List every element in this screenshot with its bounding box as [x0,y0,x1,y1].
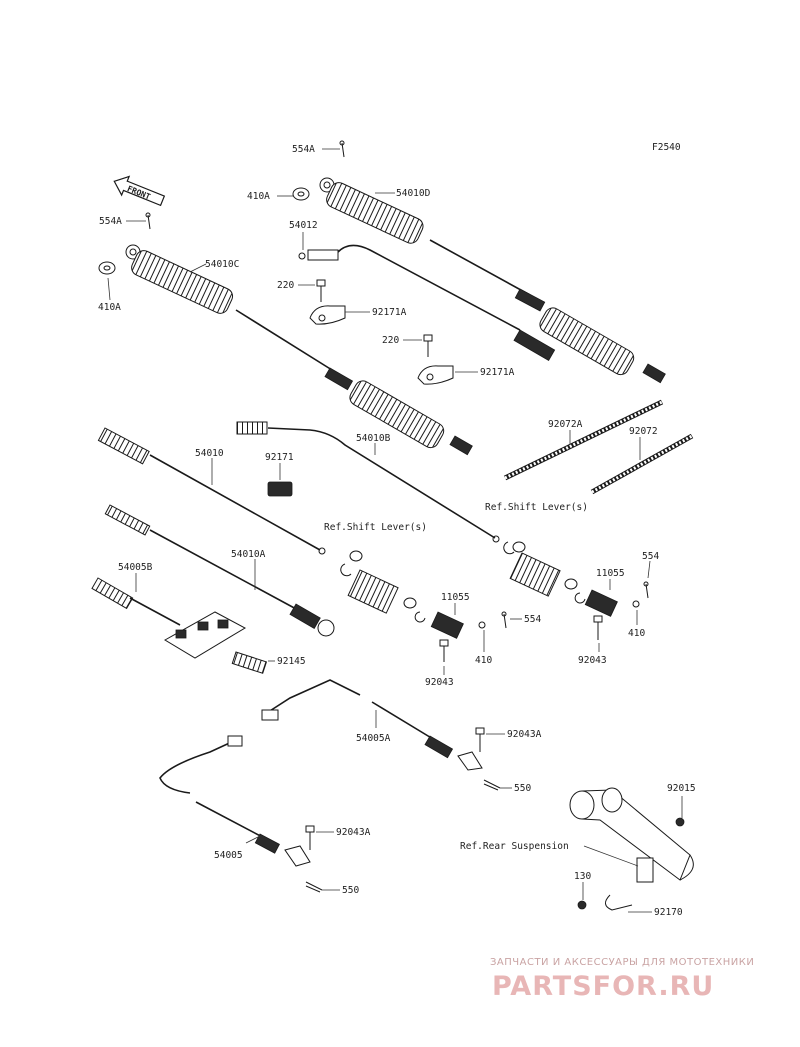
part-label: 54010B [356,433,391,444]
part-label: 550 [342,885,359,896]
part-label: 220 [277,280,294,291]
part-label: 92072A [548,419,583,430]
part-labels: 554A 410A 54010D 54012 554A 54010C 410A … [98,144,696,918]
watermark-logo: ЗАПЧАСТИ И АКСЕССУАРЫ ДЛЯ МОТОТЕХНИКИ PA… [490,957,754,1002]
part-label: 554A [292,144,315,155]
part-label: 92145 [277,656,306,667]
part-label: 410A [247,191,270,202]
cable-54005B [91,577,247,659]
rear-suspension-group [569,787,694,911]
part-label: 410 [628,628,645,639]
part-label: 54005B [118,562,153,573]
bolt-220-lower [423,334,433,357]
shift-lever-group-right [503,541,586,604]
shift-lever-group-left [340,550,426,623]
part-label: 410A [98,302,121,313]
washer-410A-top [292,187,310,201]
cable-54010B [236,421,500,543]
part-label: 92043 [425,677,454,688]
part-label: 92043A [507,729,542,740]
part-label: 92171A [480,367,515,378]
ref-shift-lever-right: Ref.Shift Lever(s) [485,502,588,513]
clamp-92171 [267,481,293,497]
part-label: 92043A [336,827,371,838]
pin-550-upper [483,779,501,791]
cable-54005 [159,735,311,867]
watermark-subtitle: ЗАПЧАСТИ И АКСЕССУАРЫ ДЛЯ МОТОТЕХНИКИ [490,957,754,968]
part-label: 92015 [667,783,696,794]
bolt-92043-right [593,615,603,640]
cable-54012 [298,244,556,361]
pin-550-lower [305,881,323,893]
part-label: 11055 [441,592,470,603]
cable-54010A [104,504,335,637]
cable-tie-92072A [503,399,664,481]
part-label: 11055 [596,568,625,579]
pin-554A-top [339,140,345,158]
part-label: 550 [514,783,531,794]
part-label: 92171A [372,307,407,318]
part-label: 54005 [214,850,243,861]
cable-54010D [319,177,666,384]
part-label: 92043 [578,655,607,666]
cable-54010 [97,427,326,555]
part-label: 54012 [289,220,318,231]
cable-54010C [125,244,473,456]
cable-tie-92072 [590,433,694,495]
part-label: 92171 [265,452,294,463]
pin-554A-left [145,212,151,230]
figure-code: F2540 [652,142,681,153]
washer-410-right [632,600,640,608]
part-label: 54010A [231,549,266,560]
watermark-brand: PARTSFOR.RU [492,971,714,1002]
part-label: 554 [524,614,541,625]
washer-410A-left [98,261,116,275]
bolt-92043A-lower [305,825,315,850]
part-label: 220 [382,335,399,346]
spring-92145 [231,651,268,674]
bolt-92043-left [439,639,449,662]
bracket-92171A-upper [309,305,346,325]
part-label: 54005A [356,733,391,744]
pin-554-left [501,611,507,629]
lever-11055-right [584,589,618,617]
part-label: 554A [99,216,122,227]
front-arrow-icon: FRONT [113,175,166,207]
part-label: 554 [642,551,659,562]
part-label: 130 [574,871,591,882]
part-label: 410 [475,655,492,666]
part-label: 54010C [205,259,239,270]
bolt-220-upper [316,279,326,302]
bracket-92171A-lower [417,365,454,385]
washer-410-left [478,621,486,629]
part-label: 54010 [195,448,224,459]
bolt-92043A-upper [475,727,485,752]
part-label: 54010D [396,188,431,199]
part-label: 92170 [654,907,683,918]
leader-lines [107,148,683,913]
pin-554-right [643,581,649,599]
cable-54005A [261,679,483,771]
ref-rear-suspension: Ref.Rear Suspension [460,841,569,852]
lever-11055-left [430,611,464,639]
part-label: 92072 [629,426,658,437]
ref-shift-lever-left: Ref.Shift Lever(s) [324,522,427,533]
